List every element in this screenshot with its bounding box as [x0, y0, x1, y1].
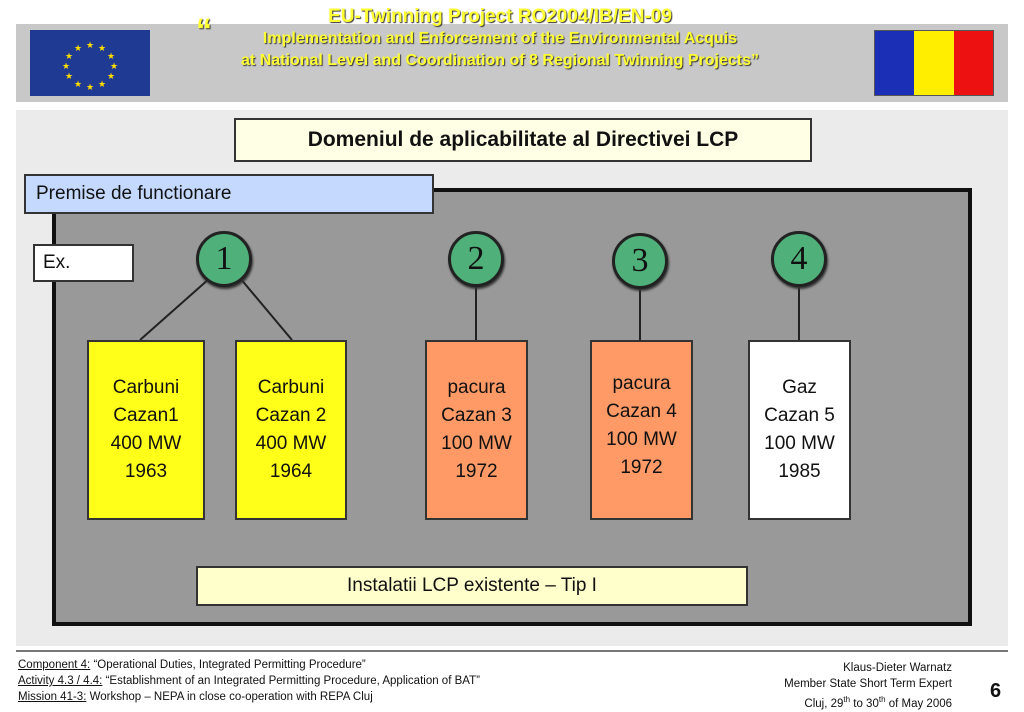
boiler-box-3: pacura Cazan 3 100 MW 1972 [425, 340, 528, 520]
footer-mission-text: Workshop – NEPA in close co-operation wi… [86, 691, 373, 703]
romania-flag-icon [874, 30, 994, 96]
svg-text:★: ★ [74, 44, 82, 54]
eu-stars: ★★★ ★★★ ★★★ ★★★ [62, 41, 118, 93]
footer-component-text: “Operational Duties, Integrated Permitti… [90, 659, 366, 671]
boiler-box-2: Carbuni Cazan 2 400 MW 1964 [235, 340, 347, 520]
svg-text:★: ★ [98, 44, 106, 54]
boiler-power: 100 MW [441, 433, 512, 454]
installation-circle-3: 3 [612, 233, 668, 289]
svg-text:★: ★ [98, 80, 106, 90]
installation-type-label: Instalatii LCP existente – Tip I [196, 566, 748, 606]
boiler-name: Cazan1 [113, 405, 179, 426]
footer-mission-label: Mission 41-3: [18, 691, 87, 703]
boiler-fuel: Gaz [782, 377, 817, 398]
svg-text:★: ★ [107, 52, 115, 62]
boiler-year: 1972 [620, 457, 663, 478]
footer-expert-role: Member State Short Term Expert [784, 678, 952, 690]
boiler-fuel: pacura [612, 373, 671, 394]
footer-mission-line: Mission 41-3: Workshop – NEPA in close c… [18, 689, 480, 705]
header-subtitle-2: at National Level and Coordination of 8 … [241, 52, 759, 69]
boiler-year: 1964 [269, 461, 313, 482]
boiler-name: Cazan 4 [606, 401, 677, 422]
footer-divider [16, 650, 1008, 652]
svg-text:★: ★ [74, 80, 82, 90]
footer-expert-name: Klaus-Dieter Warnatz [843, 662, 952, 674]
boiler-fuel: Carbuni [112, 377, 180, 398]
boiler-power: 100 MW [606, 429, 677, 450]
boiler-box-1: Carbuni Cazan1 400 MW 1963 [87, 340, 205, 520]
boiler-power: 400 MW [255, 433, 327, 454]
footer-component-label: Component 4: [18, 659, 91, 671]
boiler-box-5: Gaz Cazan 5 100 MW 1985 [748, 340, 851, 520]
footer-project-info: Component 4: “Operational Duties, Integr… [18, 657, 480, 705]
boiler-year: 1963 [124, 461, 168, 482]
boiler-box-4: pacura Cazan 4 100 MW 1972 [590, 340, 693, 520]
svg-text:★: ★ [62, 62, 70, 72]
boiler-year: 1972 [455, 461, 498, 482]
slide-title: Domeniul de aplicabilitate al Directivei… [234, 118, 812, 162]
svg-text:★: ★ [65, 72, 73, 82]
footer-component-line: Component 4: “Operational Duties, Integr… [18, 657, 480, 673]
boiler-fuel: Carbuni [257, 377, 325, 398]
boiler-year: 1985 [778, 461, 821, 482]
footer-activity-line: Activity 4.3 / 4.4: “Establishment of an… [18, 673, 480, 689]
header-project-title: EU-Twinning Project RO2004/IB/EN-09 [328, 6, 672, 27]
footer-date-mid: to 30 [850, 697, 879, 710]
svg-text:★: ★ [65, 52, 73, 62]
premise-label: Premise de functionare [24, 174, 434, 214]
page-number: 6 [990, 680, 1002, 702]
example-label: Ex. [33, 244, 134, 282]
boiler-power: 400 MW [110, 433, 182, 454]
header-subtitle-1: Implementation and Enforcement of the En… [262, 30, 738, 47]
header-banner: ★★★ ★★★ ★★★ ★★★ [16, 24, 1008, 102]
eu-flag-icon: ★★★ ★★★ ★★★ ★★★ [30, 30, 150, 96]
header-quote-mark: “ [196, 12, 212, 48]
svg-text:★: ★ [107, 72, 115, 82]
boiler-fuel: pacura [447, 377, 506, 398]
footer-activity-label: Activity 4.3 / 4.4: [18, 675, 103, 687]
connector-1a [139, 277, 211, 341]
footer-expert-info: Klaus-Dieter Warnatz Member State Short … [784, 660, 952, 712]
boiler-name: Cazan 2 [255, 405, 327, 426]
footer-date-sup-1: th [843, 695, 851, 704]
footer-activity-text: “Establishment of an Integrated Permitti… [102, 675, 480, 687]
installation-circle-2: 2 [448, 231, 504, 287]
svg-text:★: ★ [110, 62, 118, 72]
boiler-power: 100 MW [764, 433, 835, 454]
installation-circle-1: 1 [196, 231, 252, 287]
svg-text:★: ★ [86, 83, 94, 93]
footer-date-sup-2: th [878, 695, 886, 704]
svg-text:★: ★ [86, 41, 94, 51]
boiler-name: Cazan 5 [764, 405, 835, 426]
installation-circle-4: 4 [771, 231, 827, 287]
footer-date-prefix: Cluj, 29 [804, 697, 844, 710]
boiler-name: Cazan 3 [441, 405, 512, 426]
footer-date: Cluj, 29th to 30th of May 2006 [784, 692, 952, 712]
footer-date-suffix: of May 2006 [885, 697, 952, 710]
connector-1b [239, 277, 293, 341]
